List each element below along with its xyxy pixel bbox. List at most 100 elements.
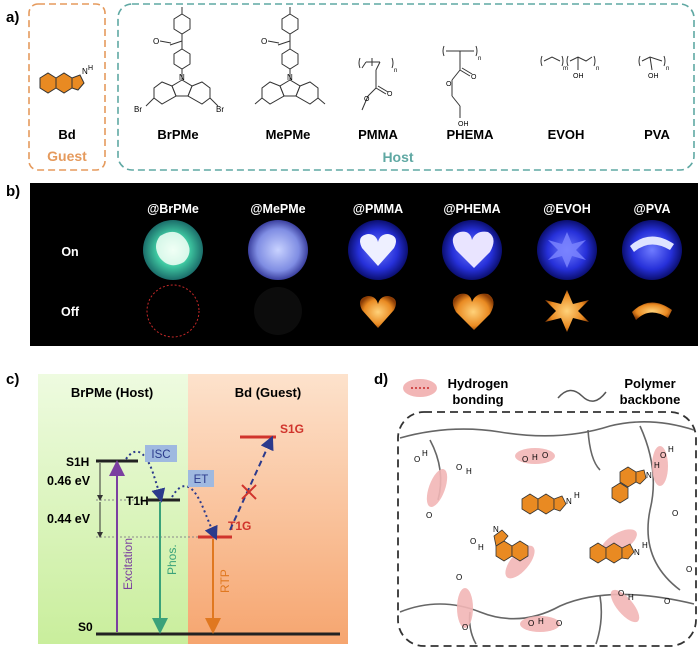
host-name-evoh: EVOH: [548, 127, 585, 142]
sample-off-evoh: [545, 290, 589, 332]
oh-5-h: H: [668, 445, 674, 454]
nh-2-n: N: [646, 471, 652, 480]
backbone-legend-line1: Polymer: [624, 376, 675, 391]
t1h-label: T1H: [126, 494, 149, 508]
bd-molecule-1: [521, 493, 567, 515]
oh-1-o: O: [414, 455, 420, 464]
panel-b-label: b): [6, 183, 20, 200]
bd-molecule-3: [493, 529, 529, 562]
mepme-n: N: [287, 73, 293, 82]
oh-11-o: O: [556, 619, 562, 628]
sample-off-phema: [452, 293, 494, 330]
guest-role: Guest: [47, 148, 87, 164]
sample-on-pmma: [348, 220, 408, 280]
phema-o1: O: [471, 74, 477, 81]
phema-n: n: [478, 56, 481, 62]
nh-1-h: H: [574, 491, 580, 500]
panel-a-label: a): [6, 9, 19, 26]
nh-4-h: H: [642, 541, 648, 550]
host-box: [117, 3, 695, 171]
guest-name: Bd: [58, 127, 75, 142]
col-evoh: @EVOH: [543, 202, 591, 216]
host-region: [38, 374, 188, 644]
panel-d: d) Hydrogen bonding Polymer backbone: [374, 371, 697, 647]
oh-1-h: H: [422, 449, 428, 458]
oh-7-h: H: [478, 543, 484, 552]
oh-9-o: O: [456, 573, 462, 582]
evoh-n: n: [596, 66, 599, 72]
guest-box: [28, 3, 106, 171]
sample-off-pva: [632, 302, 672, 320]
evoh-m: m: [563, 66, 568, 72]
oh-13-o: O: [664, 597, 670, 606]
isc-tag: [145, 445, 177, 462]
col-phema: @PHEMA: [443, 202, 500, 216]
oh-2-o: O: [456, 463, 462, 472]
host-name-brpme: BrPMe: [157, 127, 198, 142]
hbond-legend-line2: bonding: [452, 392, 503, 407]
blocked-cross-icon: [241, 484, 257, 500]
pva-oh: OH: [648, 73, 659, 80]
nh-4-n: N: [634, 548, 640, 557]
panel-b: b) @BrPMe @MePMe @PMMA @PHEMA @EVOH @PVA…: [6, 183, 698, 346]
row-on: On: [61, 245, 78, 259]
brpme-n: N: [179, 73, 185, 82]
t1g-label: T1G: [228, 519, 251, 533]
panel-a: a) N H Bd Guest O N Br: [6, 3, 695, 171]
oh-8-o: O: [672, 509, 678, 518]
brpme-br-right: Br: [216, 105, 224, 114]
oh-10-h: H: [538, 617, 544, 626]
oh-15-o: O: [462, 623, 468, 632]
nh-3-n: N: [493, 525, 499, 534]
bd-structure: N H: [39, 65, 93, 94]
oh-4-o: O: [542, 451, 548, 460]
bd-molecule-4: [589, 542, 635, 564]
pmma-n: n: [394, 68, 397, 74]
oh-3-h: H: [532, 453, 538, 462]
pva-structure: [638, 55, 666, 71]
oh-6-o: O: [426, 511, 432, 520]
pmma-o2: O: [364, 96, 370, 103]
col-pva: @PVA: [634, 202, 671, 216]
phos-label: Phos.: [165, 544, 179, 575]
isc-arrow: [125, 450, 166, 503]
phema-o2: O: [446, 81, 452, 88]
sample-on-phema: [442, 220, 502, 280]
sample-off-pmma: [360, 296, 396, 328]
sample-off-brpme: [146, 284, 200, 338]
host-role: Host: [382, 149, 413, 165]
guest-title: Bd (Guest): [235, 385, 301, 400]
host-name-phema: PHEMA: [447, 127, 495, 142]
s1g-label: S1G: [280, 422, 304, 436]
mepme-o: O: [261, 37, 267, 46]
gap-label-2: 0.44 eV: [47, 512, 91, 526]
nh-1-n: N: [566, 497, 572, 506]
pva-n: n: [666, 66, 669, 72]
brpme-br-left: Br: [134, 105, 142, 114]
oh-7-o: O: [470, 537, 476, 546]
host-title: BrPMe (Host): [71, 385, 153, 400]
oh-12-o: O: [618, 589, 624, 598]
row-off: Off: [61, 305, 80, 319]
evoh-structure: [540, 55, 596, 70]
sample-on-pva: [622, 220, 682, 280]
brpme-structure: [145, 7, 219, 107]
oh-5-o: O: [660, 451, 666, 460]
col-pmma: @PMMA: [353, 202, 403, 216]
sample-on-brpme: [143, 220, 203, 280]
sample-on-evoh: [537, 220, 597, 280]
excitation-label: Excitation: [121, 538, 135, 590]
et-label: ET: [194, 474, 209, 486]
pmma-o1: O: [387, 91, 393, 98]
s1h-label: S1H: [66, 455, 89, 469]
col-mepme: @MePMe: [250, 202, 305, 216]
brpme-o: O: [153, 37, 159, 46]
gap-label-1: 0.46 eV: [47, 474, 91, 488]
bd-h: H: [88, 65, 93, 72]
sample-off-mepme: [254, 287, 302, 335]
backbone-legend-line2: backbone: [620, 392, 681, 407]
s0-label: S0: [78, 620, 93, 634]
mepme-structure: [254, 7, 326, 105]
blocked-transfer-arrow: [229, 435, 274, 531]
